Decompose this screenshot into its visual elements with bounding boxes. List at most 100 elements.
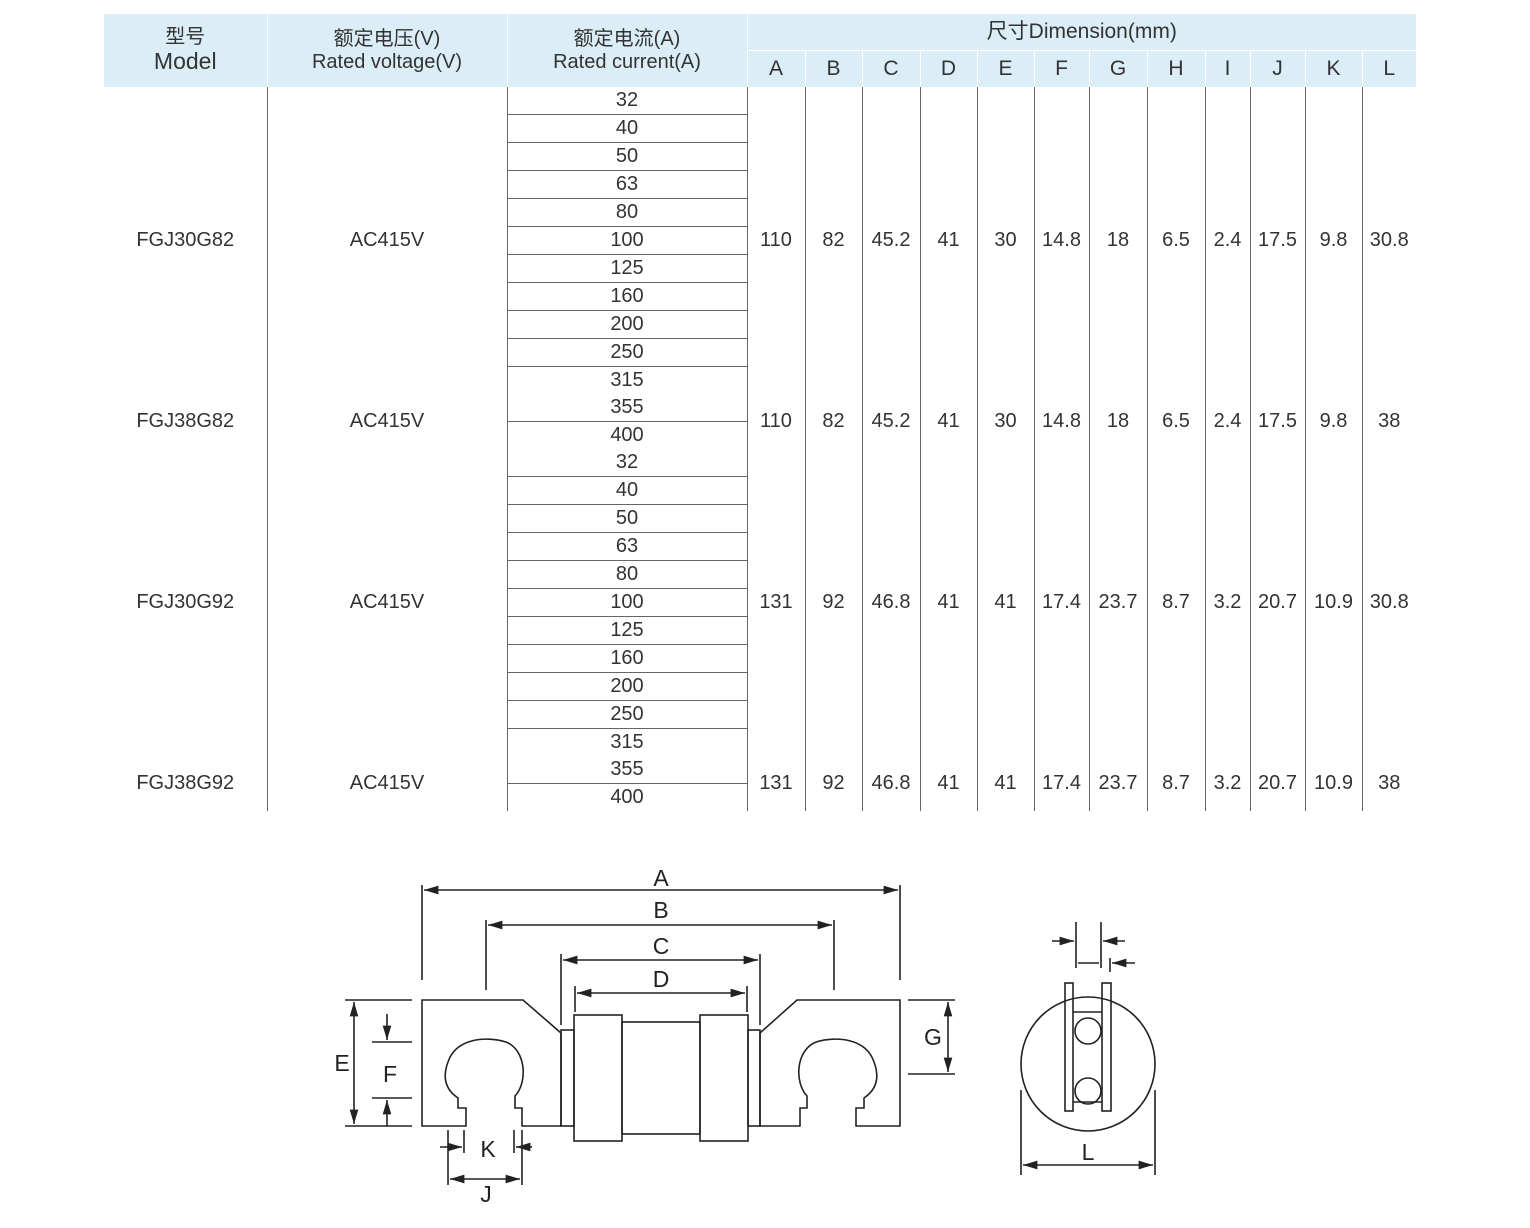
header-dim-j: J [1250,50,1306,87]
table-row: 250 [104,338,1416,367]
cell-dim-h: 8.7 [1147,449,1206,756]
cell-dim-j: 20.7 [1250,449,1306,756]
table-row: 160 [104,282,1416,311]
cell-dim-h: 8.7 [1147,756,1206,811]
header-dim-i: I [1205,50,1251,87]
header-dim-h: H [1147,50,1206,87]
table-row: 63 [104,532,1416,561]
header-dim-g: G [1089,50,1148,87]
cell-dim-f: 14.8 [1034,394,1090,449]
cell-current: 40 [507,476,748,505]
table-row: 160 [104,644,1416,673]
table-row: 315 [104,728,1416,756]
cell-dim-a: 110 [747,87,806,394]
cell-current: 125 [507,254,748,283]
left-terminal-outline [421,999,562,1127]
cell-dim-g: 18 [1089,394,1148,449]
cell-current: 100 [507,588,748,617]
cell-dim-j: 17.5 [1250,394,1306,449]
table-row: 200 [104,672,1416,701]
cell-current: 160 [507,644,748,673]
table-row: 50 [104,142,1416,171]
cell-current: 160 [507,282,748,311]
cell-current: 40 [507,114,748,143]
table-row: 100 [104,226,1416,255]
fuse-left-cap [573,1014,623,1142]
cell-dim-c: 46.8 [862,449,921,756]
cell-dim-b: 82 [805,87,863,394]
cell-dim-a: 110 [747,394,806,449]
cell-dim-f: 17.4 [1034,756,1090,811]
cell-current: 63 [507,170,748,199]
header-model-cn: 型号 [165,26,206,49]
fuse-dimension-drawing: A B C D E F G J K L [334,865,1156,1207]
cell-dim-b: 92 [805,756,863,811]
label-E: E [334,1050,349,1076]
header-dim-c: C [862,50,921,87]
label-L: L [1082,1139,1095,1165]
label-B: B [653,897,668,923]
header-current-en: Rated current(A) [553,50,701,73]
cell-dim-f: 14.8 [1034,87,1090,394]
cell-dim-d: 41 [920,87,978,394]
cell-dim-e: 30 [977,394,1035,449]
label-G: G [924,1024,942,1050]
cell-dim-e: 30 [977,87,1035,394]
cell-dim-d: 41 [920,449,978,756]
header-current-cn: 额定电流(A) [573,28,681,51]
header-model: 型号 Model [104,14,268,87]
side-view-disc [1020,996,1156,1132]
cell-dim-g: 23.7 [1089,449,1148,756]
cell-dim-k: 9.8 [1305,394,1363,449]
cell-current: 400 [507,783,748,811]
header-dim-e: E [977,50,1035,87]
fuse-body [621,1021,701,1135]
dimension-spec-table: 型号 Model 额定电压(V) Rated voltage(V) 额定电流(A… [104,14,1416,811]
cell-dim-j: 20.7 [1250,756,1306,811]
cell-current: 80 [507,560,748,589]
cell-dim-e: 41 [977,449,1035,756]
cell-model: FGJ38G82 [104,394,268,449]
cell-dim-l: 30.8 [1369,591,1409,613]
cell-voltage: AC415V [267,449,508,756]
cell-dim-j: 17.5 [1250,87,1306,394]
header-dim-f: F [1034,50,1090,87]
cell-current: 200 [507,310,748,339]
cell-current: 250 [507,338,748,367]
cell-dim-h: 6.5 [1147,87,1206,394]
table-row: 100 [104,588,1416,617]
table-row: 80 [104,560,1416,589]
header-voltage: 额定电压(V) Rated voltage(V) [267,14,508,87]
cell-dim-i: 3.2 [1205,756,1251,811]
table-row: 125 [104,254,1416,283]
cell-current: 100 [507,226,748,255]
cell-current: 315 [507,728,748,756]
cell-dim-b: 92 [805,449,863,756]
label-F: F [383,1061,397,1087]
label-D: D [653,966,670,992]
table-row: 400 [104,421,1416,449]
label-K: K [480,1136,496,1162]
header-voltage-en: Rated voltage(V) [311,50,463,73]
right-terminal-outline [759,999,901,1127]
table-row: 125 [104,616,1416,645]
header-current: 额定电流(A) Rated current(A) [507,14,748,87]
table-row: 40 [104,114,1416,143]
header-dim-d: D [920,50,978,87]
cell-model: FGJ30G82 [104,87,268,394]
cell-dim-l: 30.8 [1369,229,1409,251]
cell-dim-i: 3.2 [1205,449,1251,756]
cell-voltage: AC415V [267,756,508,811]
cell-dim-g: 23.7 [1089,756,1148,811]
cell-current: 80 [507,198,748,227]
cell-model: FGJ30G92 [104,449,268,756]
cell-dim-c: 45.2 [862,87,921,394]
cell-current: 315 [507,366,748,394]
table-row: 200 [104,310,1416,339]
header-dim-a: A [747,50,806,87]
cell-current: 400 [507,421,748,449]
cell-current: 250 [507,700,748,729]
